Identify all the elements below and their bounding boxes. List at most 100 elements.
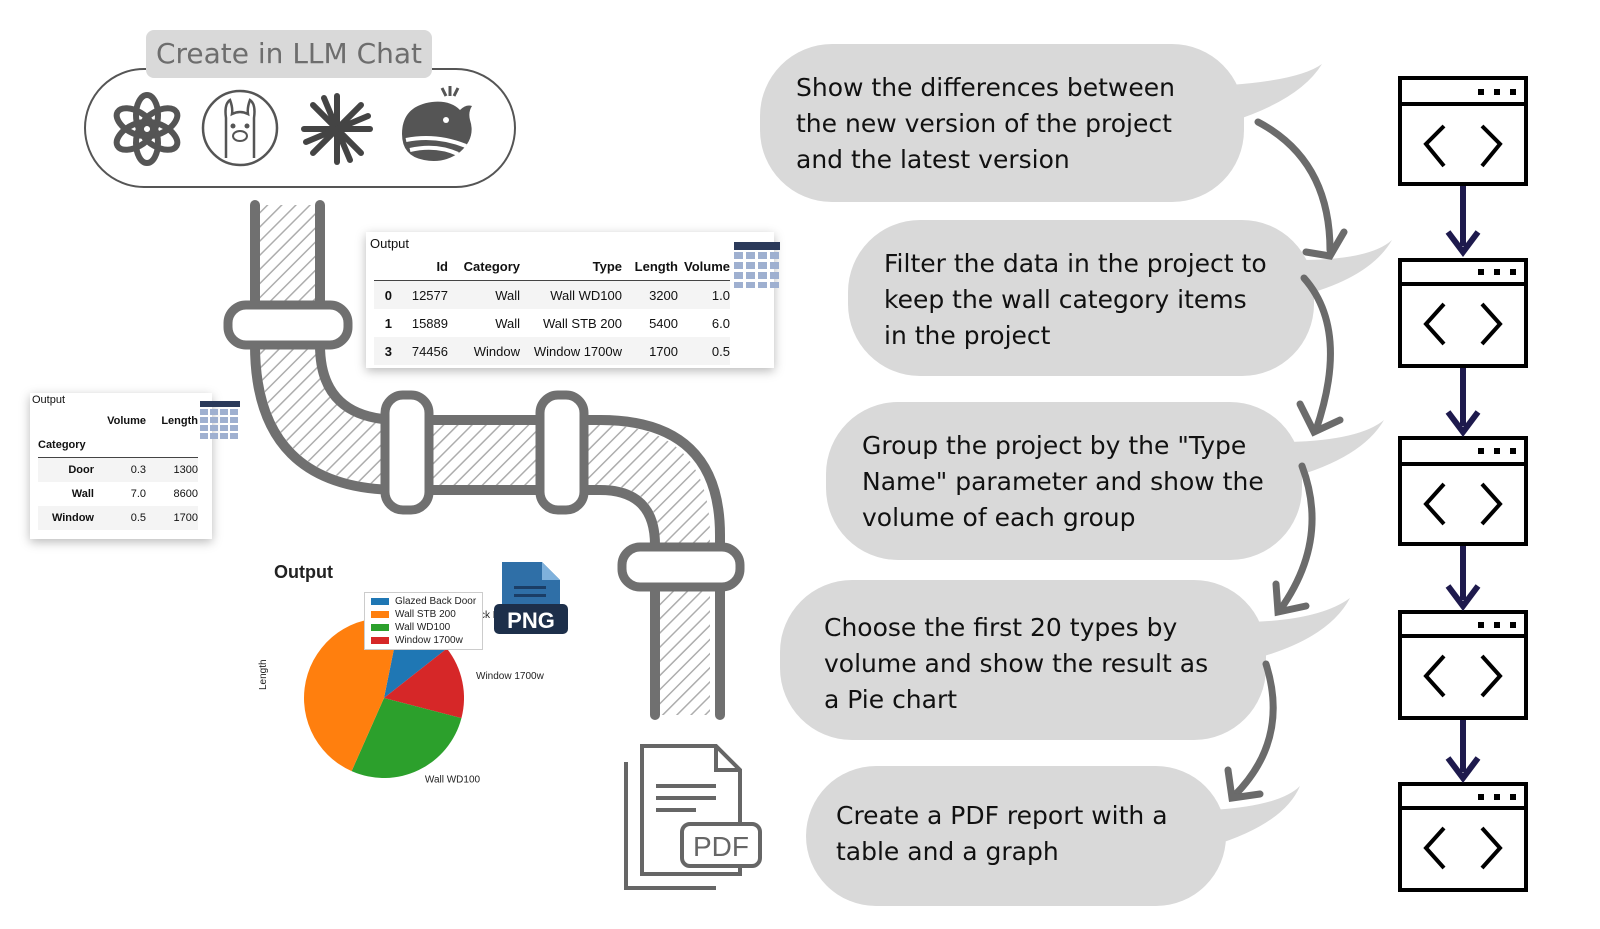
- chevron-left-icon: [1423, 124, 1446, 168]
- step-text: Choose the first 20 types by: [824, 613, 1178, 642]
- column-header: Category: [463, 258, 520, 274]
- step-text: keep the wall category items: [884, 285, 1247, 314]
- table-row: 1 15889 Wall Wall STB 200 5400 6.0: [374, 309, 730, 337]
- table-row: Door 0.3 1300: [38, 457, 198, 482]
- column-header: Id: [436, 258, 448, 274]
- row-index: Wall: [71, 488, 94, 500]
- openai-icon: [113, 92, 181, 166]
- pie-slice: [351, 698, 462, 778]
- chevron-right-icon: [1480, 482, 1503, 526]
- cell: 5400: [649, 315, 678, 331]
- png-file-icon: PNG: [494, 562, 568, 634]
- index-name: Category: [38, 439, 86, 451]
- cell: 0.5: [130, 512, 146, 524]
- step-bubble-2: Filter the data in the project to keep t…: [848, 220, 1314, 376]
- step-bubble-5: Create a PDF report with a table and a g…: [806, 766, 1226, 906]
- legend-item: Glazed Back Door: [371, 595, 476, 608]
- llama-icon: [201, 89, 279, 167]
- table-title: Output: [370, 236, 410, 251]
- step-text: in the project: [884, 321, 1051, 350]
- curved-arrow: [1230, 660, 1277, 800]
- cell: 7.0: [130, 488, 146, 500]
- cell: 6.0: [711, 315, 730, 331]
- legend-label: Wall WD100: [395, 622, 451, 633]
- cell: 1700: [649, 343, 678, 359]
- cell: Window: [473, 343, 520, 359]
- cell: 1.0: [711, 287, 730, 303]
- legend-item: Window 1700w: [371, 634, 476, 647]
- step-text: and the latest version: [796, 145, 1070, 174]
- slice-label: Wall WD100: [425, 775, 481, 786]
- cell: 8600: [173, 488, 198, 500]
- code-window-chain: [1398, 76, 1528, 892]
- step-text: Show the differences between: [796, 73, 1175, 102]
- step-text: Create a PDF report with a: [836, 801, 1168, 830]
- code-window-icon: [1398, 610, 1528, 720]
- claude-icon: [301, 93, 373, 165]
- pie-slice: [384, 648, 464, 719]
- legend-swatch: [371, 597, 389, 605]
- table-row: 3 74456 Window Window 1700w 1700 0.5: [374, 337, 730, 365]
- png-label: PNG: [507, 608, 555, 633]
- table-title: Output: [32, 394, 66, 406]
- chevron-left-icon: [1423, 482, 1446, 526]
- arrow-head: [1296, 400, 1344, 437]
- cell: 12577: [411, 287, 448, 303]
- legend-swatch: [371, 623, 389, 631]
- pdf-file-icon: PDF: [624, 744, 762, 890]
- cell: Window 1700w: [533, 343, 622, 359]
- cell: Wall: [495, 315, 520, 331]
- code-window-icon: [1398, 436, 1528, 546]
- legend-swatch: [371, 610, 389, 618]
- chart-title: Output: [274, 562, 333, 582]
- cell: Wall: [495, 287, 520, 303]
- cell: 15889: [411, 315, 448, 331]
- step-bubble-1: Show the differences between the new ver…: [760, 44, 1244, 202]
- table-row: Window 0.5 1700: [38, 506, 198, 530]
- row-index: Window: [51, 512, 94, 524]
- legend-label: Window 1700w: [395, 635, 463, 646]
- table: Volume Length Category Door 0.3 1300 Wal…: [38, 409, 198, 530]
- table-icon: [200, 401, 240, 439]
- table-row: Wall 7.0 8600: [38, 482, 198, 506]
- chevron-left-icon: [1423, 302, 1446, 346]
- cell: 74456: [411, 343, 448, 359]
- legend-item: Wall WD100: [371, 621, 476, 634]
- step-text: Name" parameter and show the: [862, 467, 1264, 496]
- chevron-right-icon: [1480, 826, 1503, 870]
- arrow-head: [1302, 228, 1348, 260]
- cell: 1300: [173, 464, 198, 476]
- table-icon: [734, 242, 780, 288]
- column-header: Type: [592, 258, 622, 274]
- table-row: 0 12577 Wall Wall WD100 3200 1.0: [374, 280, 730, 309]
- cell: Wall WD100: [550, 287, 622, 303]
- llm-chat-label: Create in LLM Chat: [146, 30, 432, 78]
- cell: 0.5: [711, 343, 730, 359]
- step-text: the new version of the project: [796, 109, 1172, 138]
- step-text: volume of each group: [862, 503, 1136, 532]
- curved-arrow: [1300, 274, 1334, 434]
- legend-label: Wall STB 200: [395, 609, 456, 620]
- cell: 1700: [173, 512, 198, 524]
- chevron-left-icon: [1423, 654, 1446, 698]
- cell: 3200: [649, 287, 678, 303]
- pipe-illustration: [223, 200, 745, 720]
- step-text: a Pie chart: [824, 685, 958, 714]
- curved-arrow: [1254, 118, 1334, 254]
- row-index: 3: [384, 343, 392, 359]
- column-header: Length: [634, 258, 678, 274]
- output-table-grouped: Output Volume Length Category Door 0.3 1…: [30, 393, 240, 539]
- cell: Wall STB 200: [543, 315, 622, 331]
- output-table-filtered: Output Id Category Type Length Volume 0 …: [366, 232, 780, 368]
- legend-swatch: [371, 636, 389, 644]
- slice-label: Window 1700w: [476, 671, 545, 682]
- step-text: Group the project by the "Type: [862, 431, 1247, 460]
- chevron-right-icon: [1480, 124, 1503, 168]
- curved-arrow: [1276, 462, 1316, 614]
- arrow-head: [1272, 580, 1310, 617]
- pie-slice: [303, 618, 400, 772]
- column-header: Volume: [107, 415, 146, 427]
- code-window-icon: [1398, 258, 1528, 368]
